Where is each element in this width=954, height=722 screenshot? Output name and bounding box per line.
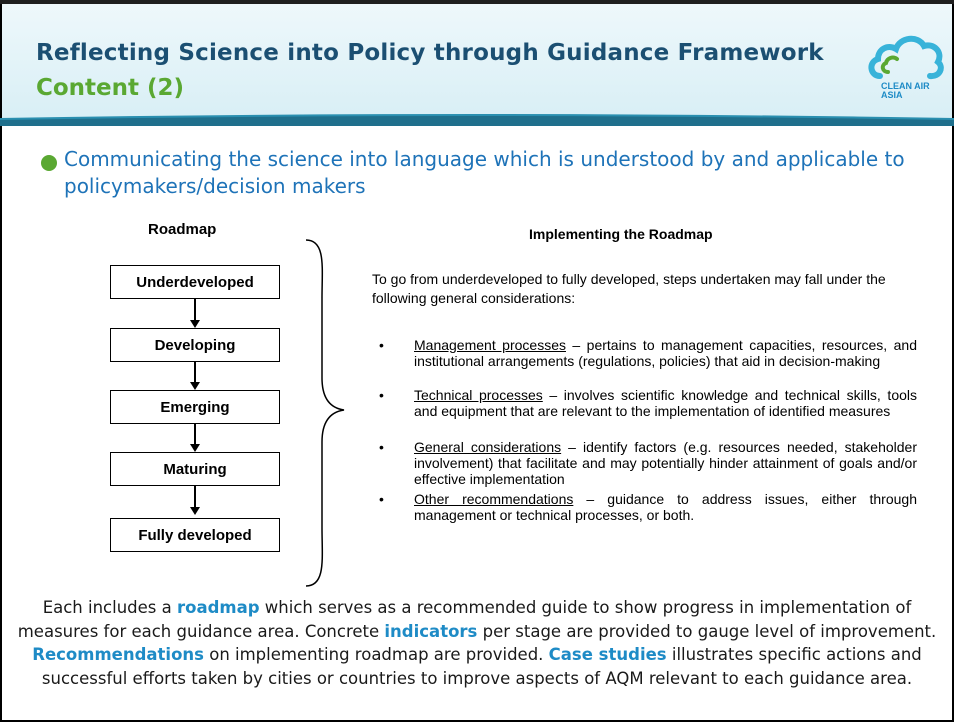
list-item: • Other recommendations – guidance to add…: [372, 491, 917, 523]
list-item: • General considerations – identify facto…: [372, 439, 917, 491]
stage-developing: Developing: [110, 328, 280, 362]
list-item: • Technical processes – involves scientif…: [372, 387, 917, 439]
highlight-indicators: indicators: [384, 621, 478, 641]
arrow-down-icon: [190, 362, 200, 390]
logo-text: CLEAN AIR ASIA: [881, 81, 930, 100]
bullet-icon: •: [379, 337, 384, 353]
item-description: – guidance to address issues, either thr…: [414, 491, 917, 523]
stage-fully-developed: Fully developed: [110, 518, 280, 552]
summary-text: Each includes a: [42, 598, 177, 617]
summary-paragraph: Each includes a roadmap which serves as …: [14, 596, 940, 690]
stage-emerging: Emerging: [110, 390, 280, 424]
arrow-down-icon: [190, 299, 200, 328]
curly-brace-icon: [305, 239, 345, 587]
header-accent-bar: [0, 114, 954, 126]
slide-subtitle: Content (2): [36, 75, 185, 101]
arrow-down-icon: [190, 424, 200, 452]
implementing-title: Implementing the Roadmap: [529, 226, 713, 242]
roadmap-title: Roadmap: [148, 221, 217, 238]
list-item: • Management processes – pertains to mana…: [372, 337, 917, 387]
top-border: [0, 0, 954, 4]
summary-text: illustrates specific actions and success…: [41, 645, 922, 688]
item-description: – involves scientific knowledge and tech…: [414, 387, 917, 419]
item-term: Management processes: [414, 337, 566, 353]
bullet-icon: •: [379, 439, 384, 455]
stage-maturing: Maturing: [110, 452, 280, 486]
considerations-list: • Management processes – pertains to mana…: [372, 337, 917, 523]
item-description: – pertains to management capacities, res…: [414, 337, 917, 369]
item-description: – identify factors (e.g. resources neede…: [414, 439, 917, 487]
summary-text: per stage are provided to gauge level of…: [477, 621, 937, 641]
slide-title: Reflecting Science into Policy through G…: [36, 40, 824, 66]
highlight-recommendations: Recommendations: [32, 645, 204, 664]
item-term: General considerations: [414, 439, 562, 455]
bullet-text: Communicating the science into language …: [64, 147, 905, 198]
item-term: Technical processes: [414, 387, 543, 403]
slide-header: [2, 4, 952, 126]
cloud-logo-icon: [868, 35, 944, 80]
highlight-case-studies: Case studies: [548, 645, 667, 664]
bullet-icon: •: [379, 491, 384, 507]
bullet-icon: •: [379, 387, 384, 403]
stage-underdeveloped: Underdeveloped: [110, 265, 280, 299]
item-term: Other recommendations: [414, 491, 574, 507]
summary-text: which serves as a recommended guide to s…: [17, 598, 912, 641]
implementing-intro: To go from underdeveloped to fully devel…: [372, 271, 886, 306]
bullet-dot-icon: [41, 155, 57, 171]
summary-text: on implementing roadmap are provided.: [203, 645, 549, 664]
highlight-roadmap: roadmap: [177, 598, 260, 617]
arrow-down-icon: [190, 486, 200, 515]
